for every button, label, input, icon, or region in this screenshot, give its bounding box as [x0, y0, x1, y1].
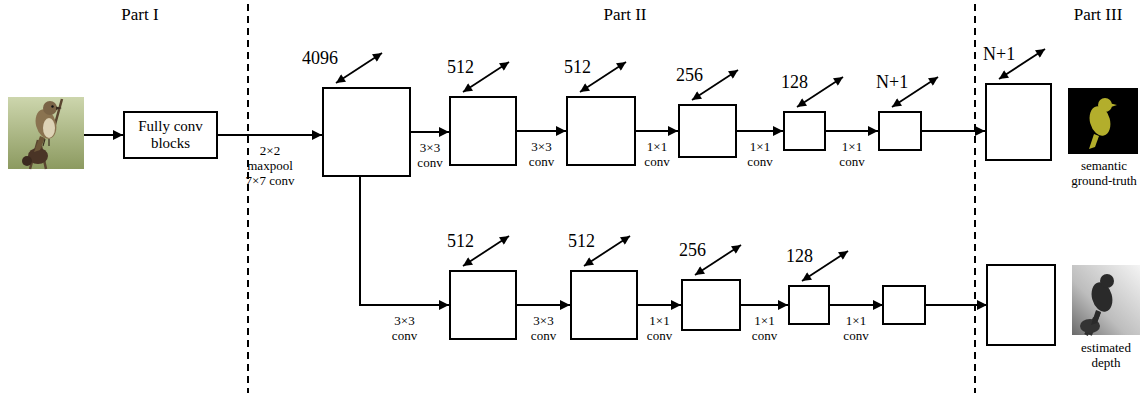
- connector: [922, 130, 985, 132]
- feature-map: 512: [566, 96, 636, 166]
- depth-tail: [1091, 310, 1101, 325]
- bird-eye: [51, 105, 53, 107]
- photo-ground: [8, 97, 84, 169]
- connector: [517, 304, 570, 306]
- mask-head: [1098, 98, 1112, 112]
- conv-label: 1×1 conv: [839, 140, 864, 170]
- depth-image: [1072, 265, 1140, 335]
- feature-map: 128: [783, 111, 826, 151]
- bird-legs: [43, 139, 49, 146]
- channel-count: 512: [564, 58, 591, 78]
- part-divider: [974, 4, 976, 393]
- part-divider: [247, 4, 249, 393]
- channel-count: 256: [679, 241, 706, 261]
- connector: [638, 304, 681, 306]
- input-arrow: [84, 134, 123, 136]
- depth-arrows: [336, 49, 1045, 281]
- input-photo: [8, 97, 84, 169]
- mask-tail: [1089, 134, 1099, 149]
- conv-label: 3×3 conv: [392, 314, 417, 344]
- connector: [360, 177, 449, 305]
- channel-count: 512: [568, 232, 595, 252]
- feature-map: 512: [449, 270, 517, 340]
- conv-label: 3×3 conv: [529, 140, 554, 170]
- feature-map: 128: [788, 285, 830, 325]
- mask-beak: [1111, 104, 1117, 108]
- bird-beak: [56, 107, 62, 111]
- connector: [741, 304, 788, 306]
- flow-arrow: [830, 304, 883, 306]
- connector: [737, 130, 783, 132]
- channel-count: 512: [447, 232, 474, 252]
- connector: [517, 130, 566, 132]
- part-label: Part II: [604, 5, 647, 25]
- mask-ground: [1068, 88, 1138, 154]
- connector: [411, 131, 449, 133]
- segmentation-image: [1068, 88, 1138, 154]
- depth-head: [1100, 274, 1114, 288]
- feature-map: [883, 286, 925, 324]
- channel-count: 512: [447, 58, 474, 78]
- conv-label: 3×3 conv: [417, 141, 442, 171]
- bird-belly: [43, 118, 55, 138]
- connector: [636, 130, 678, 132]
- block-name: Fully conv blocks: [134, 118, 208, 153]
- channel-count: 4096: [302, 49, 338, 69]
- conv-label: 1×1 conv: [752, 314, 777, 344]
- output-map: [987, 265, 1055, 345]
- channel-count: 256: [676, 66, 703, 86]
- block-box: Fully conv blocks: [123, 111, 218, 159]
- channel-count: N+1: [983, 45, 1015, 65]
- feature-map: N+1: [878, 111, 922, 151]
- depth-ground: [1072, 265, 1140, 335]
- conv-label: 1×1 conv: [647, 314, 672, 344]
- conv-label: 3×3 conv: [531, 314, 556, 344]
- connector: [218, 134, 322, 136]
- part-label: Part I: [121, 5, 158, 25]
- channel-count: N+1: [876, 73, 908, 93]
- channel-count: 128: [786, 247, 813, 267]
- conv-label: 2×2 maxpool 7×7 conv: [239, 144, 301, 189]
- flow-arrow: [925, 304, 987, 306]
- conv-label: 1×1 conv: [644, 140, 669, 170]
- channel-arrow: [336, 53, 382, 83]
- channel-count: 128: [781, 73, 808, 93]
- part-label: Part III: [1074, 5, 1123, 25]
- image-caption: estimated depth: [1068, 341, 1144, 371]
- feature-map: 4096: [322, 87, 411, 177]
- feature-map: 512: [449, 96, 517, 166]
- feature-map: 256: [678, 104, 737, 158]
- conv-label: 1×1 conv: [747, 140, 772, 170]
- output-map: N+1: [985, 83, 1052, 161]
- connector: [826, 130, 878, 132]
- feature-map: 512: [570, 270, 638, 340]
- bird-head: [43, 101, 57, 115]
- conv-label: 1×1 conv: [843, 314, 868, 344]
- plain-arrows: [84, 135, 987, 305]
- seed-head: [22, 156, 32, 166]
- image-caption: semantic ground-truth: [1066, 159, 1142, 189]
- feature-map: 256: [681, 279, 741, 331]
